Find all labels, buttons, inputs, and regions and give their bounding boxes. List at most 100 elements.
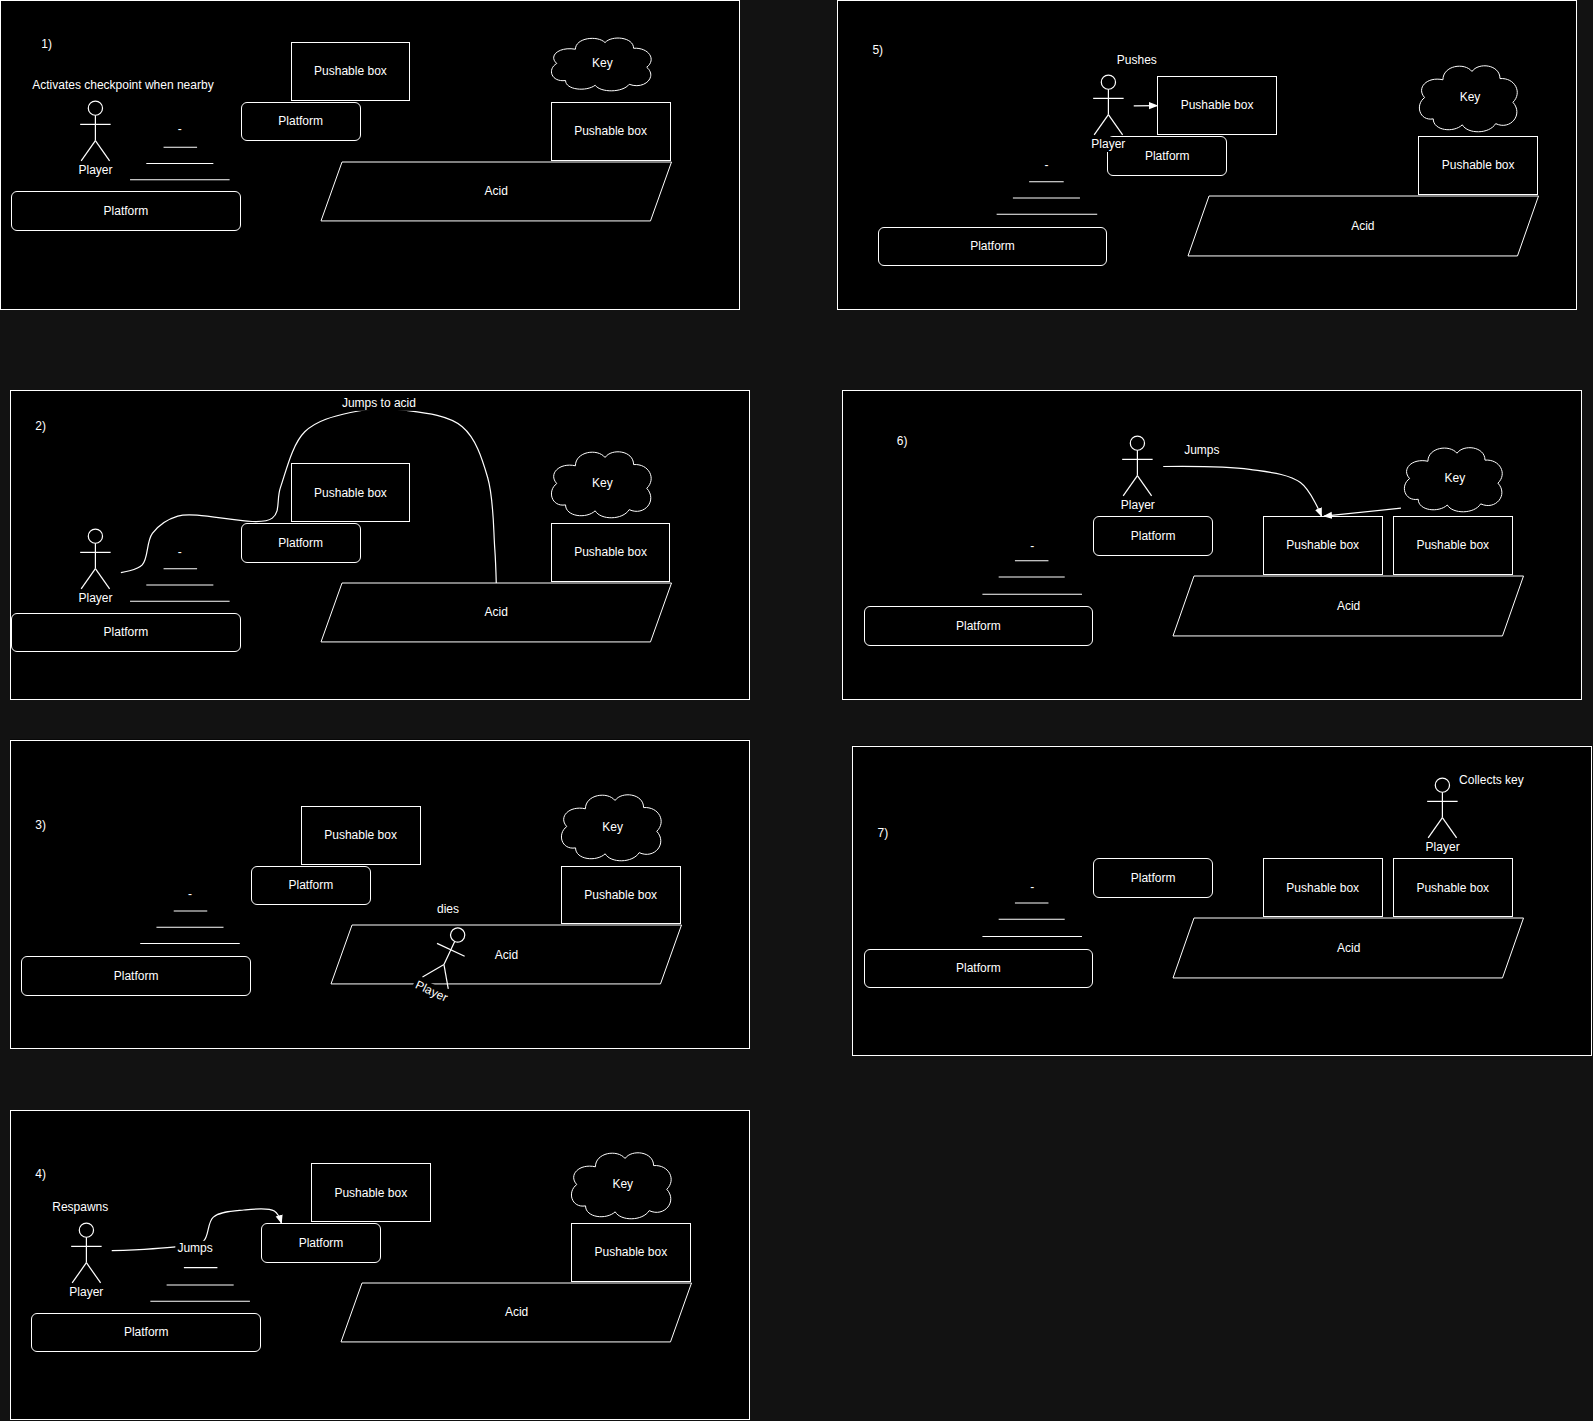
node-label: Key: [1444, 471, 1465, 485]
checkpoint-mark: -: [1028, 880, 1036, 894]
node-label: Pushable box: [1442, 158, 1515, 172]
pushable-box: Pushable box: [311, 1163, 431, 1222]
story-note: Collects key: [1457, 773, 1526, 787]
node-label: Pushable box: [1286, 538, 1359, 552]
pushable-box: Pushable box: [1263, 516, 1383, 575]
node-label: Platform: [104, 625, 149, 639]
player-figure: Player: [70, 100, 121, 179]
node-label: Key: [612, 1177, 633, 1191]
node-label: Pushable box: [574, 124, 647, 138]
platform-box: Platform: [21, 956, 251, 996]
node-label: Platform: [289, 878, 334, 892]
node-label: Platform: [970, 239, 1015, 253]
node-label: Pushable box: [1416, 881, 1489, 895]
node-label: Platform: [104, 204, 149, 218]
stick-figure: [1112, 435, 1163, 498]
panel-ground: [837, 0, 1577, 310]
node-label: Pushable box: [574, 545, 647, 559]
panel-number: 5): [872, 43, 883, 57]
story-note: dies: [435, 902, 461, 916]
checkpoint-symbol: [982, 903, 1082, 937]
node-label: Key: [592, 476, 613, 490]
node-label: Platform: [124, 1325, 169, 1339]
node-label: Platform: [956, 961, 1001, 975]
node-label: Acid: [505, 1305, 528, 1319]
edge-label: Jumps to acid: [340, 396, 418, 410]
node-label: Platform: [278, 114, 323, 128]
node-label: Pushable box: [1181, 98, 1254, 112]
player-figure: Player: [1112, 435, 1163, 514]
panel-number: 6): [897, 434, 908, 448]
stick-figure: [1417, 777, 1468, 840]
stick-figure: [70, 528, 121, 591]
key-cloud: Key: [1401, 444, 1509, 513]
key-cloud: Key: [568, 1149, 678, 1220]
checkpoint-symbol: [150, 1268, 250, 1302]
player-figure: Player: [61, 1222, 112, 1301]
panel-number: 7): [877, 826, 888, 840]
story-panel: 5)PlayerPushable boxKeyPlatformPushable …: [837, 0, 1577, 310]
checkpoint-symbol: [130, 147, 230, 180]
pushable-box: Pushable box: [1393, 858, 1513, 917]
node-label: Pushable box: [314, 64, 387, 78]
node-label: Pushable box: [314, 486, 387, 500]
panel-number: 2): [35, 418, 46, 432]
player-figure: Player: [1083, 74, 1134, 153]
checkpoint-symbol: [130, 569, 230, 602]
node-label: Key: [1460, 90, 1481, 104]
story-panel: 6)PlayerKeyPlatformPushable boxPushable …: [842, 390, 1582, 700]
platform-box: Platform: [241, 102, 361, 142]
node-label: Player: [1119, 498, 1157, 512]
panel-ground: [10, 1110, 750, 1420]
action-arrow: [112, 1209, 282, 1251]
platform-box: Platform: [241, 523, 361, 563]
stick-figure: [1083, 74, 1134, 137]
checkpoint-mark: -: [176, 544, 184, 558]
platform-box: Platform: [864, 606, 1094, 646]
pushable-box: Pushable box: [1157, 76, 1277, 135]
node-label: Pushable box: [324, 828, 397, 842]
node-label: Player: [76, 591, 114, 605]
checkpoint-symbol: [140, 911, 240, 944]
story-panel: 3)Pushable boxKeyPlatformPushable boxAci…: [10, 740, 750, 1050]
platform-box: Platform: [11, 191, 241, 231]
node-label: Platform: [299, 1236, 344, 1250]
checkpoint-mark: -: [1042, 157, 1050, 171]
node-label: Player: [76, 163, 114, 177]
platform-box: Platform: [1093, 858, 1213, 898]
node-label: Platform: [1131, 529, 1176, 543]
story-panel: 1)Pushable boxKeyPlatformPlayerPushable …: [0, 0, 740, 310]
panel-number: 1): [41, 36, 52, 50]
edge-label: Pushes: [1115, 53, 1159, 67]
edge-label: Jumps: [175, 1240, 214, 1254]
node-label: Pushable box: [1286, 881, 1359, 895]
acid-pool: Acid: [1173, 918, 1524, 978]
node-label: Acid: [495, 948, 518, 962]
node-label: Player: [1089, 137, 1127, 151]
node-label: Pushable box: [584, 888, 657, 902]
pushable-box: Pushable box: [571, 1223, 691, 1282]
pushable-box: Pushable box: [1263, 858, 1383, 917]
node-label: Platform: [1131, 871, 1176, 885]
pushable-box: Pushable box: [561, 866, 681, 925]
story-note: Respawns: [50, 1200, 110, 1214]
player-figure: Player: [70, 528, 121, 607]
panel-ground: [852, 746, 1592, 1056]
node-label: Acid: [485, 605, 508, 619]
node-label: Player: [411, 977, 452, 1006]
node-label: Pushable box: [595, 1245, 668, 1259]
checkpoint-symbols: [130, 147, 1097, 1301]
node-label: Platform: [114, 969, 159, 983]
platform-box: Platform: [878, 227, 1108, 267]
panel-ground: [0, 0, 740, 310]
node-label: Key: [592, 56, 613, 70]
player-figure: Player: [1417, 777, 1468, 856]
node-label: Player: [1424, 840, 1462, 854]
pushable-box: Pushable box: [551, 523, 671, 582]
action-arrow: [1163, 466, 1321, 516]
acid-pool: Acid: [321, 162, 672, 221]
platform-box: Platform: [31, 1313, 261, 1353]
